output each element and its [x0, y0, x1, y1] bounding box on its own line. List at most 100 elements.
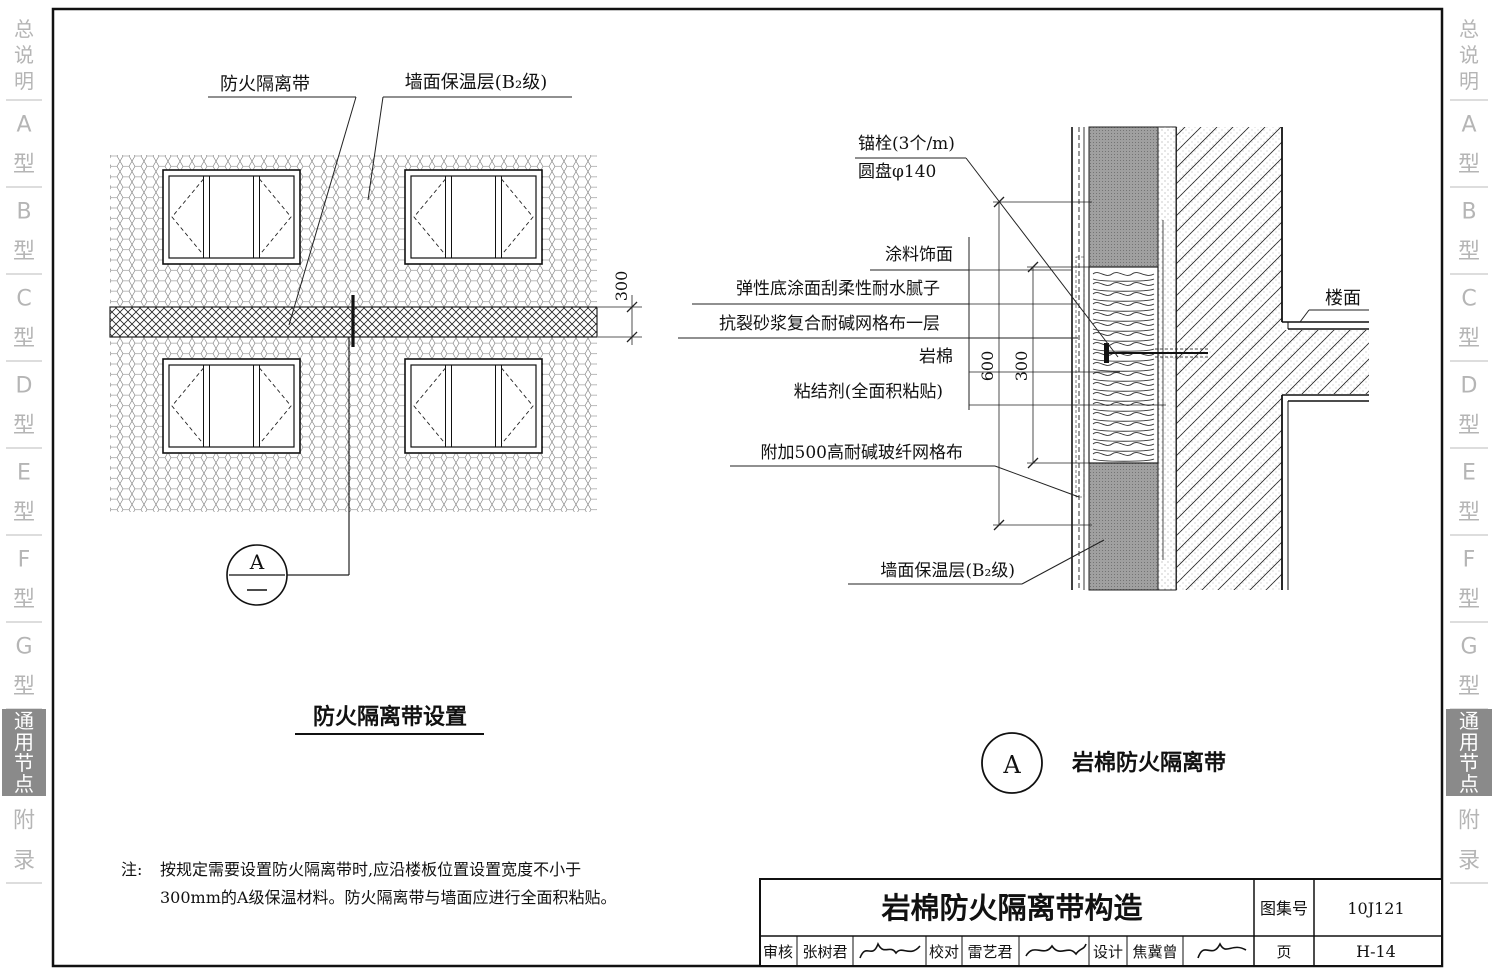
- title-rockwool-firebreak: 岩棉防火隔离带: [1071, 750, 1226, 776]
- side-tab-9: 附录: [1450, 808, 1488, 884]
- side-tab-char: 录: [13, 848, 35, 873]
- side-tab-char: 录: [1458, 848, 1480, 873]
- window: [162, 358, 301, 454]
- side-tab-char: 用: [1459, 730, 1479, 754]
- side-tab-1: A型: [6, 112, 42, 188]
- side-tab-char: 点: [14, 772, 34, 796]
- side-tab-char: G: [15, 634, 32, 659]
- side-tab-char: E: [17, 460, 31, 485]
- side-tab-char: D: [1461, 373, 1478, 398]
- side-tab-char: 附: [13, 808, 35, 833]
- window: [404, 169, 543, 265]
- note-block: 注: 按规定需要设置防火隔离带时,应沿楼板位置设置宽度不小于 300mm的A级保…: [121, 860, 616, 907]
- side-tab-char: 型: [1458, 413, 1480, 438]
- side-tab-char: 型: [13, 587, 35, 612]
- side-tab-char: C: [1461, 286, 1476, 311]
- side-tab-7: G型: [6, 634, 42, 710]
- note-line-1: 按规定需要设置防火隔离带时,应沿楼板位置设置宽度不小于: [160, 860, 581, 879]
- side-tab-char: C: [16, 286, 31, 311]
- page-number: H-14: [1356, 942, 1396, 961]
- page-label: 页: [1276, 943, 1291, 961]
- atlas-number: 10J121: [1347, 899, 1404, 918]
- detail-title-letter: A: [1002, 751, 1021, 779]
- sheet-border: [51, 7, 1444, 968]
- firebreak-elevation: 300 A 防火隔离带 墙面保温层(B₂级) 防火隔离带设置: [109, 72, 642, 735]
- side-tab-9: 附录: [6, 808, 42, 884]
- insulation-board-lower: [1088, 462, 1159, 591]
- label-putty: 弹性底涂面刮柔性耐水腻子: [736, 279, 940, 299]
- side-tab-2: B型: [1450, 199, 1488, 275]
- side-tab-char: F: [1463, 547, 1476, 572]
- side-tab-char: 节: [14, 751, 34, 775]
- anchor-disc: [1104, 343, 1109, 363]
- title-firebreak-setup: 防火隔离带设置: [313, 704, 467, 730]
- reviewer-signature: [859, 942, 921, 959]
- label-rockwool: 岩棉: [919, 347, 953, 367]
- label-insulation-right: 墙面保温层(B₂级): [880, 561, 1015, 581]
- side-tab-char: 通: [1459, 709, 1479, 733]
- label-insulation-left: 墙面保温层(B₂级): [405, 72, 548, 93]
- side-tab-0: 总说明: [6, 17, 42, 101]
- detail-index-letter: A: [249, 550, 265, 574]
- designer-signature: [1197, 942, 1247, 959]
- label-mortar: 抗裂砂浆复合耐碱网格布一层: [719, 314, 940, 334]
- side-tab-char: 型: [13, 500, 35, 525]
- note-line-2: 300mm的A级保温材料。防火隔离带与墙面应进行全面积粘贴。: [160, 888, 616, 907]
- side-tab-char: 明: [1459, 69, 1479, 93]
- side-tab-char: 说: [1459, 43, 1479, 67]
- side-tab-char: 型: [13, 674, 35, 699]
- review-label: 审核: [763, 943, 793, 961]
- label-adhesive: 粘结剂(全面积粘贴): [794, 382, 943, 402]
- label-firebreak: 防火隔离带: [220, 74, 310, 95]
- side-tab-char: F: [18, 547, 31, 572]
- side-tab-3: C型: [6, 286, 42, 362]
- side-tab-3: C型: [1450, 286, 1488, 362]
- side-tab-char: B: [1461, 199, 1476, 224]
- side-tab-char: G: [1460, 634, 1477, 659]
- rockwool-section-detail: 楼面 600 300: [678, 126, 1369, 794]
- side-tab-5: E型: [6, 460, 42, 536]
- side-tab-char: A: [1461, 112, 1476, 137]
- side-tab-char: 点: [1459, 772, 1479, 796]
- designer-name: 焦冀曾: [1132, 943, 1177, 961]
- check-label: 校对: [929, 943, 959, 961]
- side-tab-6: F型: [6, 547, 42, 623]
- side-tab-char: 型: [13, 413, 35, 438]
- side-tab-char: 附: [1458, 808, 1480, 833]
- side-tab-char: 总: [14, 17, 34, 41]
- side-tab-char: 型: [1458, 500, 1480, 525]
- side-tab-char: 节: [1459, 751, 1479, 775]
- side-tab-0: 总说明: [1450, 17, 1488, 101]
- side-tab-char: 总: [1459, 17, 1479, 41]
- side-tab-7: G型: [1450, 634, 1488, 710]
- insulation-board-upper: [1088, 126, 1159, 268]
- title-block: 岩棉防火隔离带构造 图集号 10J121 审核 张树君 校对 雷艺君 设计 焦冀…: [759, 878, 1443, 967]
- dim-600: 600: [978, 351, 997, 382]
- title-block-title: 岩棉防火隔离带构造: [880, 891, 1142, 925]
- dim-300-left: 300: [612, 271, 631, 302]
- side-tab-char: E: [1462, 460, 1476, 485]
- side-tab-char: D: [16, 373, 33, 398]
- checker-signature: [1025, 943, 1087, 957]
- side-tab-4: D型: [1450, 373, 1488, 449]
- side-tab-char: 型: [1458, 674, 1480, 699]
- side-tab-char: 说: [14, 43, 34, 67]
- side-tab-char: 型: [1458, 239, 1480, 264]
- label-floor: 楼面: [1325, 288, 1361, 309]
- side-tab-1: A型: [1450, 112, 1488, 188]
- side-tab-5: E型: [1450, 460, 1488, 536]
- design-label: 设计: [1093, 943, 1123, 961]
- window: [404, 358, 543, 454]
- window: [162, 169, 301, 265]
- detail-title-circle: [981, 732, 1043, 794]
- side-tab-6: F型: [1450, 547, 1488, 623]
- side-tab-char: A: [16, 112, 31, 137]
- label-coating: 涂料饰面: [885, 245, 953, 265]
- side-tab-char: 明: [14, 69, 34, 93]
- side-tab-2: B型: [6, 199, 42, 275]
